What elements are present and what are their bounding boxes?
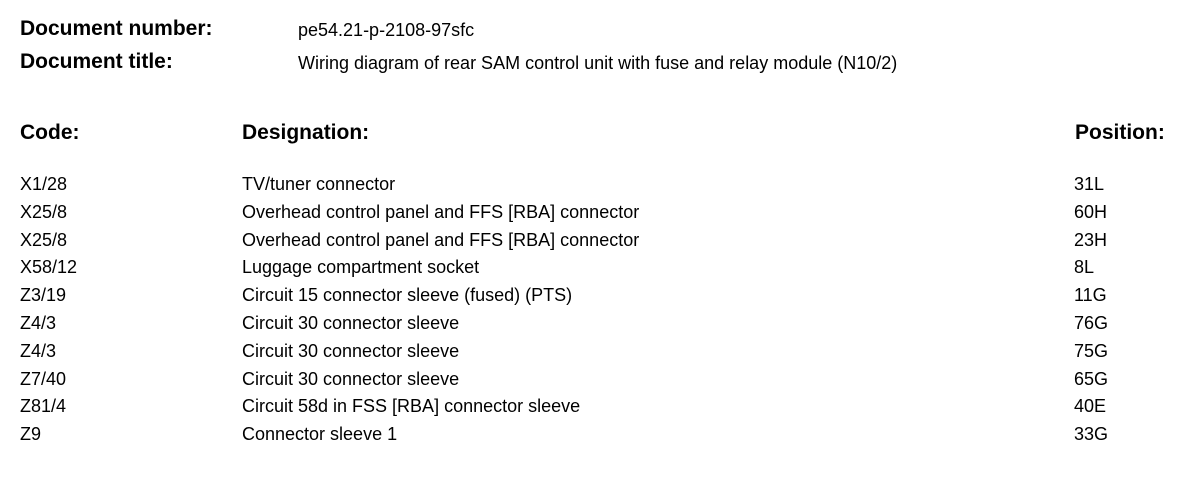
row-code: X25/8 (20, 201, 68, 222)
table-row: X1/28 TV/tuner connector 31L (0, 172, 1198, 200)
document-title-label: Document title: (20, 50, 173, 73)
row-code: X58/12 (20, 257, 78, 278)
table-row: X25/8 Overhead control panel and FFS [RBA… (0, 200, 1198, 228)
row-position: 65G (1074, 368, 1109, 389)
table-row: X25/8 Overhead control panel and FFS [RBA… (0, 228, 1198, 256)
row-position: 33G (1074, 424, 1109, 445)
table-row: Z4/3 Circuit 30 connector sleeve 75G (0, 339, 1198, 367)
row-code: Z3/19 (20, 285, 67, 306)
document-number-label: Document number: (20, 17, 213, 40)
row-designation: Overhead control panel and FFS [RBA] con… (242, 229, 640, 250)
column-header-designation: Designation: (242, 121, 370, 144)
row-position: 76G (1074, 312, 1109, 333)
row-designation: Circuit 30 connector sleeve (242, 340, 460, 361)
table-row: X58/12 Luggage compartment socket 8L (0, 255, 1198, 283)
row-position: 11G (1074, 285, 1107, 306)
row-designation: Circuit 30 connector sleeve (242, 368, 460, 389)
column-header-code: Code: (20, 121, 80, 144)
row-code: Z4/3 (20, 340, 57, 361)
row-code: X1/28 (20, 174, 68, 194)
row-position: 8L (1074, 257, 1095, 278)
row-designation: Luggage compartment socket (242, 257, 480, 278)
row-position: 23H (1074, 229, 1108, 250)
table-row: Z7/40 Circuit 30 connector sleeve 65G (0, 367, 1198, 395)
column-header-position: Position: (1075, 121, 1165, 144)
row-designation: Circuit 58d in FSS [RBA] connector sleev… (242, 396, 581, 417)
row-designation: Overhead control panel and FFS [RBA] con… (242, 201, 640, 222)
row-code: Z4/3 (20, 312, 57, 333)
table-row: Z3/19 Circuit 15 connector sleeve (fused)… (0, 283, 1198, 311)
row-designation: Connector sleeve 1 (242, 424, 398, 445)
table-row: Z81/4 Circuit 58d in FSS [RBA] connector … (0, 394, 1198, 422)
row-position: 75G (1074, 340, 1109, 361)
row-code: X25/8 (20, 229, 68, 250)
row-code: Z81/4 (20, 396, 67, 417)
row-code: Z9 (20, 424, 42, 445)
row-designation: Circuit 15 connector sleeve (fused) (PTS… (242, 285, 573, 306)
table-row: Z4/3 Circuit 30 connector sleeve 76G (0, 311, 1198, 339)
row-code: Z7/40 (20, 368, 67, 389)
table-row: Z9 Connector sleeve 1 33G (0, 422, 1198, 450)
document-title-value: Wiring diagram of rear SAM control unit … (298, 53, 898, 73)
row-designation: TV/tuner connector (242, 174, 396, 194)
document-number-value: pe54.21-p-2108-97sfc (298, 20, 475, 40)
row-position: 31L (1074, 174, 1105, 194)
row-designation: Circuit 30 connector sleeve (242, 312, 460, 333)
row-position: 60H (1074, 201, 1108, 222)
row-position: 40E (1074, 396, 1107, 417)
